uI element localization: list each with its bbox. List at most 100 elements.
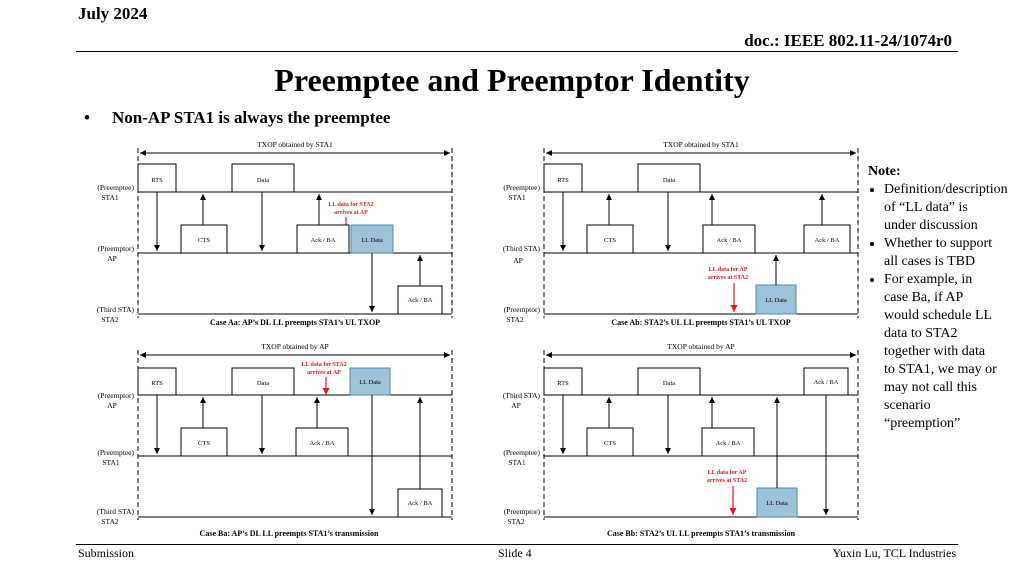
cts-label: CTS — [198, 440, 210, 447]
row2-role: (Preemptor) — [98, 244, 135, 253]
rts-label: RTS — [557, 177, 569, 184]
row1-station: STA1 — [101, 193, 119, 202]
arrival-note-line1: LL data for AP — [709, 267, 748, 273]
slide-title: Preemptee and Preemptor Identity — [274, 62, 750, 98]
row2-role: (Third STA) — [503, 244, 541, 253]
ack-label: Ack / BA — [717, 237, 742, 244]
arrival-note-line1: LL data for AP — [708, 470, 747, 476]
row3-station: STA2 — [101, 517, 119, 526]
arrival-note-line2: arrives at AP — [334, 210, 368, 216]
ll-data-label: LL Data — [361, 237, 383, 244]
ack2-label: Ack / BA — [815, 237, 840, 244]
row1-station: AP — [107, 401, 117, 410]
cts-label: CTS — [604, 237, 616, 244]
ack-frame — [702, 224, 756, 254]
row2-station: AP — [107, 254, 117, 263]
note-title: Note: — [868, 164, 901, 179]
header-divider — [76, 51, 958, 52]
ll-data-frame — [349, 367, 391, 396]
footer-divider — [76, 544, 958, 545]
row3-station: STA2 — [506, 315, 524, 324]
ack2-label: Ack / BA — [408, 297, 433, 304]
footer-author: Yuxin Lu, TCL Industries — [832, 546, 956, 560]
row1-station: STA1 — [508, 193, 526, 202]
data-frame — [231, 367, 295, 396]
rts-label: RTS — [557, 380, 569, 387]
footer-submission: Submission — [78, 546, 135, 560]
ll-data-frame — [755, 284, 797, 315]
txop-label: TXOP obtained by STA1 — [663, 140, 739, 149]
row1-role: (Preemptee) — [97, 183, 134, 192]
ack-label: Ack / BA — [311, 237, 336, 244]
row2-station: AP — [513, 256, 523, 265]
data-label: Data — [257, 177, 269, 184]
data-label: Data — [663, 177, 675, 184]
diagram-case-aa: TXOP obtained by STA1 (Preemptee) STA1 (… — [97, 140, 453, 327]
arrival-note-line1: LL data for STA2 — [301, 362, 346, 368]
header-date: July 2024 — [78, 4, 148, 23]
bullet-text: Non-AP STA1 is always the preemptee — [112, 108, 391, 127]
arrival-note-line2: arrives at AP — [307, 370, 341, 376]
ack2-frame — [397, 285, 443, 315]
row3-role: (Preemptor) — [504, 507, 541, 516]
case-caption: Case Ba: AP’s DL LL preempts STA1’s tran… — [200, 529, 379, 538]
row1-role: (Preemptee) — [503, 183, 540, 192]
cts-frame — [586, 224, 634, 254]
note-item: Whether to support all cases is TBD — [884, 235, 998, 271]
case-caption: Case Bb: STA2’s UL LL preempts STA1’s tr… — [607, 529, 796, 538]
row1-station: AP — [511, 401, 521, 410]
cts-label: CTS — [604, 440, 616, 447]
row2-station: STA1 — [508, 458, 526, 467]
ll-data-label: LL Data — [766, 500, 788, 507]
arrival-note-line2: arrives at STA2 — [707, 478, 747, 484]
rts-label: RTS — [151, 380, 163, 387]
ll-data-frame — [756, 487, 798, 518]
note-item: Definition/description of “LL data” is u… — [884, 181, 1008, 235]
row1-role: (Third STA) — [503, 391, 541, 400]
case-caption: Case Aa: AP’s DL LL preempts STA1’s UL T… — [210, 318, 380, 327]
txop-label: TXOP obtained by AP — [261, 342, 328, 351]
ll-data-label: LL Data — [765, 297, 787, 304]
ack-frame — [296, 224, 350, 254]
ack-label: Ack / BA — [716, 440, 741, 447]
diagram-case-ab: TXOP obtained by STA1 (Preemptee) STA1 (… — [503, 140, 859, 327]
row2-role: (Preemptee) — [97, 448, 134, 457]
cts-frame — [586, 427, 634, 457]
diagram-case-ba: TXOP obtained by AP (Preemptor) AP (Pree… — [97, 342, 453, 538]
txop-label: TXOP obtained by AP — [667, 342, 734, 351]
note-box: Note: Definition/description of “LL data… — [868, 163, 1008, 433]
ll-data-label: LL Data — [359, 379, 381, 386]
ack2-label: Ack / BA — [408, 500, 433, 507]
data-label: Data — [257, 380, 269, 387]
arrival-note-line2: arrives at STA2 — [708, 275, 748, 281]
arrival-note-line1: LL data for STA2 — [328, 202, 373, 208]
row3-station: STA2 — [101, 315, 119, 324]
data-frame — [231, 163, 295, 193]
cts-frame — [180, 427, 228, 457]
header-doc-id: doc.: IEEE 802.11-24/1074r0 — [744, 31, 952, 50]
rts-frame — [137, 163, 177, 193]
row3-role: (Preemptor) — [504, 305, 541, 314]
ack2-frame — [803, 224, 851, 254]
main-bullet: • Non-AP STA1 is always the preemptee — [84, 108, 390, 128]
cts-frame — [180, 224, 228, 254]
row3-station: STA2 — [507, 517, 525, 526]
row2-role: (Preemptee) — [503, 448, 540, 457]
note-item: For example, in case Ba, if AP would sch… — [884, 271, 998, 433]
bullet-dot: • — [84, 108, 90, 127]
rts-frame — [137, 367, 177, 396]
data-frame — [637, 163, 701, 193]
row3-role: (Third STA) — [97, 305, 135, 314]
rts-label: RTS — [151, 177, 163, 184]
ack2-label: Ack / BA — [814, 379, 839, 386]
footer-slide-number: Slide 4 — [498, 546, 532, 560]
txop-label: TXOP obtained by STA1 — [257, 140, 333, 149]
ack-frame — [295, 427, 349, 457]
row1-role: (Preemptor) — [98, 391, 135, 400]
ack-label: Ack / BA — [310, 440, 335, 447]
row2-station: STA1 — [102, 458, 120, 467]
data-label: Data — [663, 380, 675, 387]
data-frame — [637, 367, 701, 396]
ack-frame — [701, 427, 755, 457]
